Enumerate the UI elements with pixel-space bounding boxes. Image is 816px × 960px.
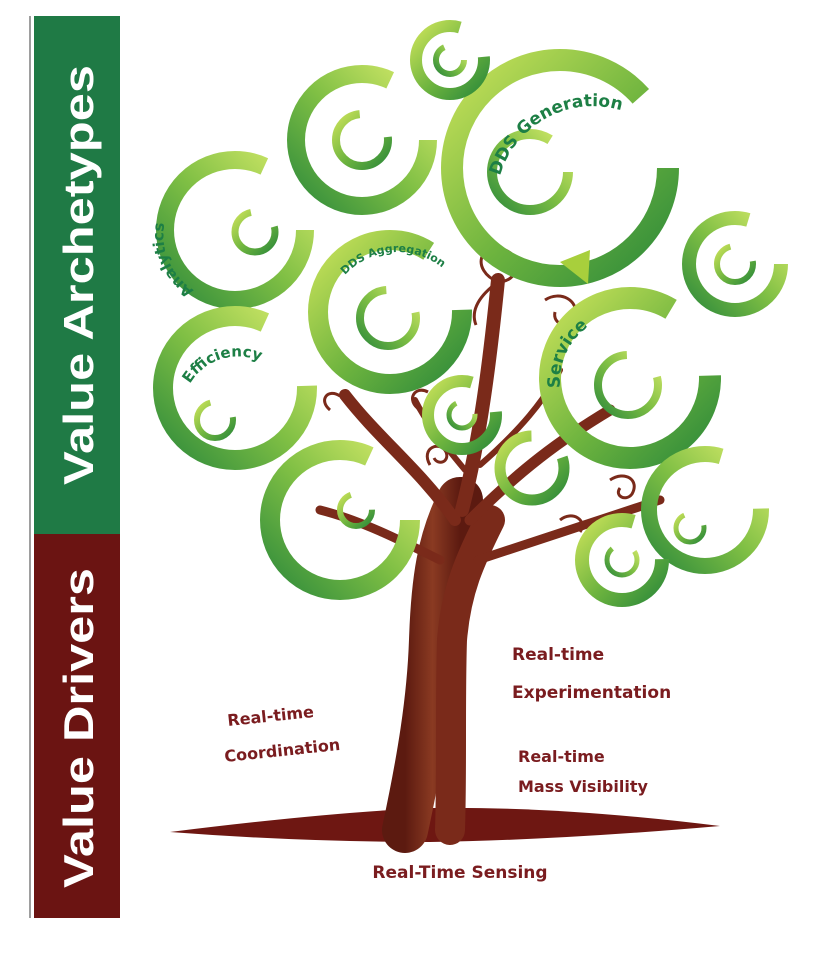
- label-sensing: Real-Time Sensing: [372, 863, 547, 883]
- ring-bottom-right: [575, 513, 669, 607]
- sidebar-archetypes-label: Value Archetypes: [55, 65, 102, 485]
- sidebar-drivers-bar: [34, 534, 120, 918]
- label-mass-visibility-line2: Mass Visibility: [518, 777, 648, 796]
- ring-right: [682, 211, 788, 317]
- ring-center-small: [422, 375, 502, 455]
- ring-lower-mid: [494, 430, 570, 506]
- label-coordination-line1: Real-time: [226, 702, 314, 730]
- ring-top-small: [410, 20, 490, 100]
- label-efficiency: Efficiency: [178, 342, 265, 386]
- label-experimentation-line2: Experimentation: [512, 683, 671, 703]
- label-dds-generation: DDS Generation: [486, 91, 625, 178]
- ring-dds-generation: [441, 49, 679, 287]
- ring-lower-left: [260, 440, 420, 600]
- label-mass-visibility-line1: Real-time: [518, 747, 605, 766]
- sidebar-archetypes-bar: [34, 16, 120, 534]
- ring-service: [539, 287, 721, 469]
- sidebar-drivers-label: Value Drivers: [55, 568, 102, 888]
- ring-lower-right: [641, 446, 769, 574]
- ring-top-left: [287, 65, 437, 215]
- ring-analytics: [156, 151, 314, 309]
- label-experimentation-line1: Real-time: [512, 645, 604, 665]
- tree-trunk: [315, 273, 665, 853]
- ring-dds-aggregation: [308, 230, 472, 394]
- label-coordination-line2: Coordination: [223, 735, 341, 766]
- ring-efficiency: [153, 306, 317, 470]
